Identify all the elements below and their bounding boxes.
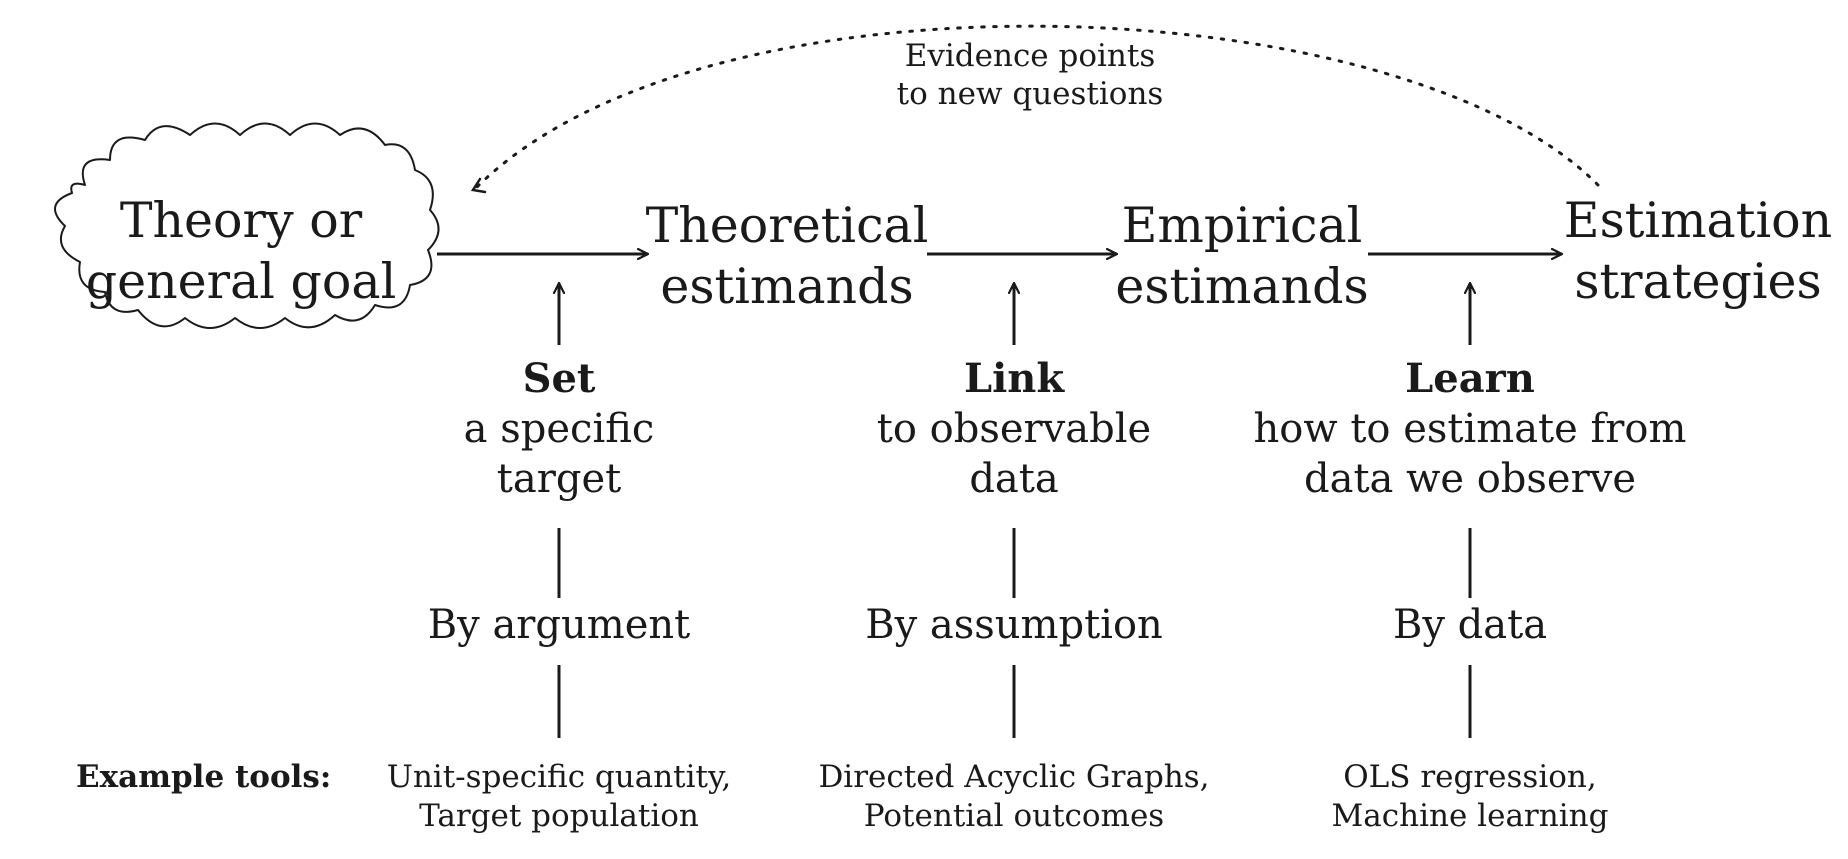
step-link-tools-line-1: Directed Acyclic Graphs, bbox=[818, 759, 1209, 795]
step-link-method: By assumption bbox=[865, 602, 1163, 648]
example-tools-label: Example tools: bbox=[76, 759, 331, 795]
step-link-verb: Link bbox=[964, 355, 1065, 402]
step-set-method: By argument bbox=[428, 602, 690, 648]
node-theoretical-line-2: estimands bbox=[660, 258, 913, 315]
step-learn-tools-line-1: OLS regression, bbox=[1343, 759, 1596, 795]
step-set-tools-line-1: Unit-specific quantity, bbox=[387, 759, 732, 795]
step-set-tools-line-2: Target population bbox=[419, 798, 699, 834]
node-theory-line-2: general goal bbox=[86, 253, 397, 310]
step-set-desc-line-2: target bbox=[497, 456, 621, 502]
feedback-arrowhead bbox=[470, 177, 487, 194]
step-learn-verb: Learn bbox=[1405, 355, 1535, 402]
theory-cloud-shape bbox=[54, 122, 440, 329]
node-theoretical-line-1: Theoretical bbox=[646, 197, 929, 254]
feedback-label-line-1: Evidence points bbox=[905, 38, 1156, 74]
step-link-desc-line-2: data bbox=[969, 456, 1058, 502]
feedback-label-line-2: to new questions bbox=[897, 76, 1164, 112]
node-estimation-line-2: strategies bbox=[1574, 253, 1821, 310]
node-empirical-line-1: Empirical bbox=[1122, 197, 1363, 254]
node-estimation-line-1: Estimation bbox=[1564, 192, 1832, 249]
step-learn-desc-line-2: data we observe bbox=[1304, 456, 1636, 502]
node-theory-line-1: Theory or bbox=[120, 192, 363, 249]
step-learn-method: By data bbox=[1393, 602, 1547, 648]
step-set-verb: Set bbox=[523, 355, 596, 402]
node-empirical-line-2: estimands bbox=[1115, 258, 1368, 315]
step-learn-tools-line-2: Machine learning bbox=[1332, 798, 1609, 834]
step-set-desc-line-1: a specific bbox=[464, 406, 655, 452]
step-link-desc-line-1: to observable bbox=[877, 406, 1151, 452]
step-learn-desc-line-1: how to estimate from bbox=[1254, 406, 1687, 452]
step-link-tools-line-2: Potential outcomes bbox=[864, 798, 1164, 834]
